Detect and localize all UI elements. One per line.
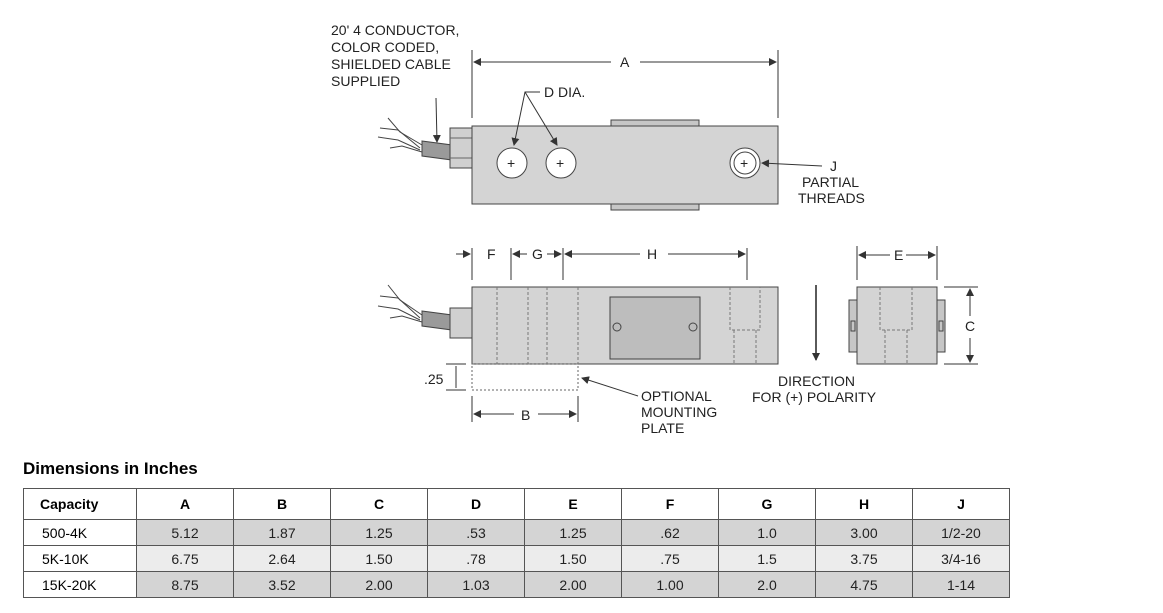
cell-e: 1.50 [524, 545, 622, 572]
cable-connector-top [449, 127, 473, 169]
cell-d: .78 [427, 545, 525, 572]
label-h: H [647, 246, 657, 262]
load-cell-drawing: 20' 4 CONDUCTOR, COLOR CODED, SHIELDED C… [331, 22, 978, 436]
cell-h: 3.75 [815, 545, 913, 572]
optional-mounting-plate [471, 363, 579, 391]
label-g: G [532, 246, 543, 262]
cell-capacity: 5K-10K [23, 545, 137, 572]
cable-note: 20' 4 CONDUCTOR, COLOR CODED, SHIELDED C… [331, 22, 463, 89]
cell-c: 1.25 [330, 519, 428, 546]
cell-e: 1.25 [524, 519, 622, 546]
header-c: C [330, 488, 428, 520]
label-a: A [620, 54, 630, 70]
svg-text:+: + [507, 155, 515, 171]
label-j: J PARTIAL THREADS [798, 158, 865, 206]
cell-a: 6.75 [136, 545, 234, 572]
cell-j: 1-14 [912, 571, 1010, 598]
label-e: E [894, 247, 903, 263]
direction-note: DIRECTION FOR (+) POLARITY [752, 373, 877, 405]
header-j: J [912, 488, 1010, 520]
cell-g: 1.5 [718, 545, 816, 572]
cell-e: 2.00 [524, 571, 622, 598]
dimensions-table: Capacity A B C D E F G H J 500-4K 5.12 1… [23, 488, 1010, 598]
cable-wires-side [377, 284, 423, 323]
label-b: B [521, 407, 530, 423]
cell-b: 3.52 [233, 571, 331, 598]
label-d-dia: D DIA. [544, 84, 585, 100]
mounting-hole-1: + [496, 147, 528, 179]
cell-d: .53 [427, 519, 525, 546]
cell-d: 1.03 [427, 571, 525, 598]
cell-b: 1.87 [233, 519, 331, 546]
cell-g: 2.0 [718, 571, 816, 598]
cell-h: 4.75 [815, 571, 913, 598]
cable-wires-top [377, 117, 423, 153]
cell-f: 1.00 [621, 571, 719, 598]
svg-text:+: + [556, 155, 564, 171]
cell-capacity: 500-4K [23, 519, 137, 546]
cable-connector-side [449, 307, 473, 339]
table-row: 5K-10K 6.75 2.64 1.50 .78 1.50 .75 1.5 3… [23, 545, 1010, 572]
mounting-hole-2: + [545, 147, 577, 179]
cell-j: 1/2-20 [912, 519, 1010, 546]
cell-a: 5.12 [136, 519, 234, 546]
header-a: A [136, 488, 234, 520]
side-view: OPTIONAL MOUNTING PLATE .25 B F G H DI [377, 246, 877, 436]
cell-c: 2.00 [330, 571, 428, 598]
cable-top [421, 140, 453, 161]
table-header-row: Capacity A B C D E F G H J [23, 488, 1010, 520]
cell-a: 8.75 [136, 571, 234, 598]
label-25: .25 [424, 371, 444, 387]
top-view: 20' 4 CONDUCTOR, COLOR CODED, SHIELDED C… [331, 22, 865, 211]
cell-h: 3.00 [815, 519, 913, 546]
label-f: F [487, 246, 496, 262]
table-row: 500-4K 5.12 1.87 1.25 .53 1.25 .62 1.0 3… [23, 519, 1010, 546]
cell-f: .75 [621, 545, 719, 572]
header-g: G [718, 488, 816, 520]
cell-capacity: 15K-20K [23, 571, 137, 598]
load-cell-body-end [856, 286, 938, 365]
cable-side [421, 310, 453, 331]
threaded-hole: + [729, 147, 761, 179]
header-f: F [621, 488, 719, 520]
cell-j: 3/4-16 [912, 545, 1010, 572]
header-b: B [233, 488, 331, 520]
gauge-cover [609, 296, 701, 360]
cell-c: 1.50 [330, 545, 428, 572]
cell-b: 2.64 [233, 545, 331, 572]
label-c: C [965, 318, 975, 334]
table-row: 15K-20K 8.75 3.52 2.00 1.03 2.00 1.00 2.… [23, 571, 1010, 598]
cell-f: .62 [621, 519, 719, 546]
end-view: E C [848, 246, 978, 365]
cell-g: 1.0 [718, 519, 816, 546]
mounting-note: OPTIONAL MOUNTING PLATE [641, 388, 721, 436]
header-d: D [427, 488, 525, 520]
header-h: H [815, 488, 913, 520]
svg-text:+: + [740, 155, 748, 171]
header-capacity: Capacity [23, 488, 137, 520]
table-title: Dimensions in Inches [23, 459, 198, 478]
header-e: E [524, 488, 622, 520]
